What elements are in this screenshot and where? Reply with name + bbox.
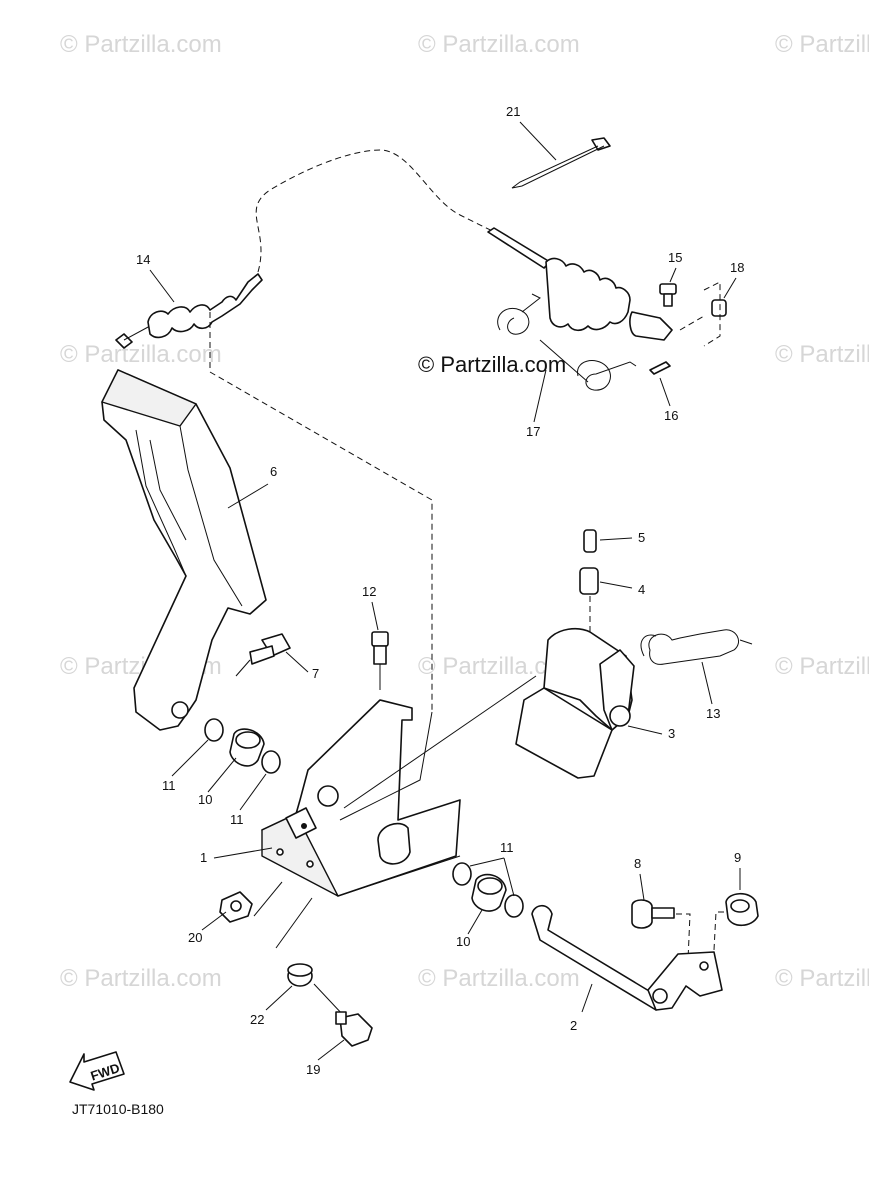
- part-17-spring: [497, 293, 637, 391]
- callout-18: 18: [730, 260, 744, 275]
- part-13-spring: [640, 629, 753, 665]
- part-21-cable-tie: [511, 137, 611, 189]
- part-11-o-ring: [504, 894, 524, 918]
- callout-3: 3: [668, 726, 675, 741]
- watermark: © Partzilla.com: [775, 965, 869, 992]
- part-22-collar: [287, 963, 313, 987]
- part-11-o-ring: [452, 862, 472, 886]
- leader-2: [581, 983, 593, 1013]
- part-15-bolt: [659, 283, 677, 307]
- callout-14: 14: [136, 252, 150, 267]
- callouts: 21 14 15 18 17 16 6 5 4 12 7 13 3 11 10 …: [136, 104, 744, 1077]
- part-7-bolt: [235, 633, 291, 677]
- cable-routing-line: [255, 149, 496, 273]
- callout-1: 1: [200, 850, 207, 865]
- callout-16: 16: [664, 408, 678, 423]
- callout-13: 13: [706, 706, 720, 721]
- watermark: © Partzilla.com: [60, 31, 222, 58]
- part-18-collar: [679, 281, 727, 347]
- cable-outer-housing: [487, 227, 673, 341]
- leader-9: [713, 911, 724, 951]
- callout-11: 11: [500, 840, 514, 855]
- leader-22: [275, 897, 345, 1017]
- leader-3-to-1: [343, 675, 537, 809]
- diagram-code: JT71010-B180: [72, 1101, 164, 1117]
- callout-12: 12: [362, 584, 376, 599]
- callout-5: 5: [638, 530, 645, 545]
- part-1-main-bracket: [261, 699, 461, 897]
- leader-20: [253, 881, 283, 917]
- part-8-bolt: [631, 899, 675, 929]
- callout-7: 7: [312, 666, 319, 681]
- part-2-shaft: [531, 904, 723, 1011]
- part-10-collar: [229, 728, 265, 767]
- callout-11: 11: [162, 778, 176, 793]
- callout-11: 11: [230, 812, 244, 827]
- part-11-o-ring: [261, 750, 281, 774]
- part-6-pedal-arm: [101, 369, 267, 731]
- part-3-lever-bracket: [515, 627, 635, 779]
- leader-14-to-6: [209, 312, 433, 712]
- callout-20: 20: [188, 930, 202, 945]
- watermark: © Partzilla.com: [775, 31, 869, 58]
- center-watermark: © Partzilla.com: [418, 352, 566, 377]
- watermark: © Partzilla.com: [60, 965, 222, 992]
- watermark: © Partzilla.com: [418, 31, 580, 58]
- part-11-o-ring: [204, 718, 224, 742]
- part-10-collar: [471, 873, 507, 912]
- part-14-cable-end: [115, 273, 263, 349]
- callout-4: 4: [638, 582, 645, 597]
- part-20-nut: [219, 891, 253, 923]
- leader-8: [676, 913, 691, 961]
- fwd-arrow: FWD: [69, 1051, 125, 1091]
- callout-17: 17: [526, 424, 540, 439]
- part-19-bolt: [335, 1011, 373, 1047]
- callout-10: 10: [198, 792, 212, 807]
- watermark: © Partzilla.com: [775, 341, 869, 368]
- callout-21: 21: [506, 104, 520, 119]
- callout-2: 2: [570, 1018, 577, 1033]
- watermark: © Partzilla.com: [60, 341, 222, 368]
- callout-10: 10: [456, 934, 470, 949]
- callout-22: 22: [250, 1012, 264, 1027]
- callout-8: 8: [634, 856, 641, 871]
- part-9-nut: [725, 892, 759, 927]
- part-5-pin: [583, 529, 597, 553]
- watermark: © Partzilla.com: [418, 965, 580, 992]
- callout-9: 9: [734, 850, 741, 865]
- callout-15: 15: [668, 250, 682, 265]
- callout-19: 19: [306, 1062, 320, 1077]
- part-4-collar: [579, 567, 599, 595]
- watermark: © Partzilla.com: [775, 653, 869, 680]
- callout-6: 6: [270, 464, 277, 479]
- part-16-pin: [649, 361, 671, 375]
- part-12-bolt: [371, 631, 389, 690]
